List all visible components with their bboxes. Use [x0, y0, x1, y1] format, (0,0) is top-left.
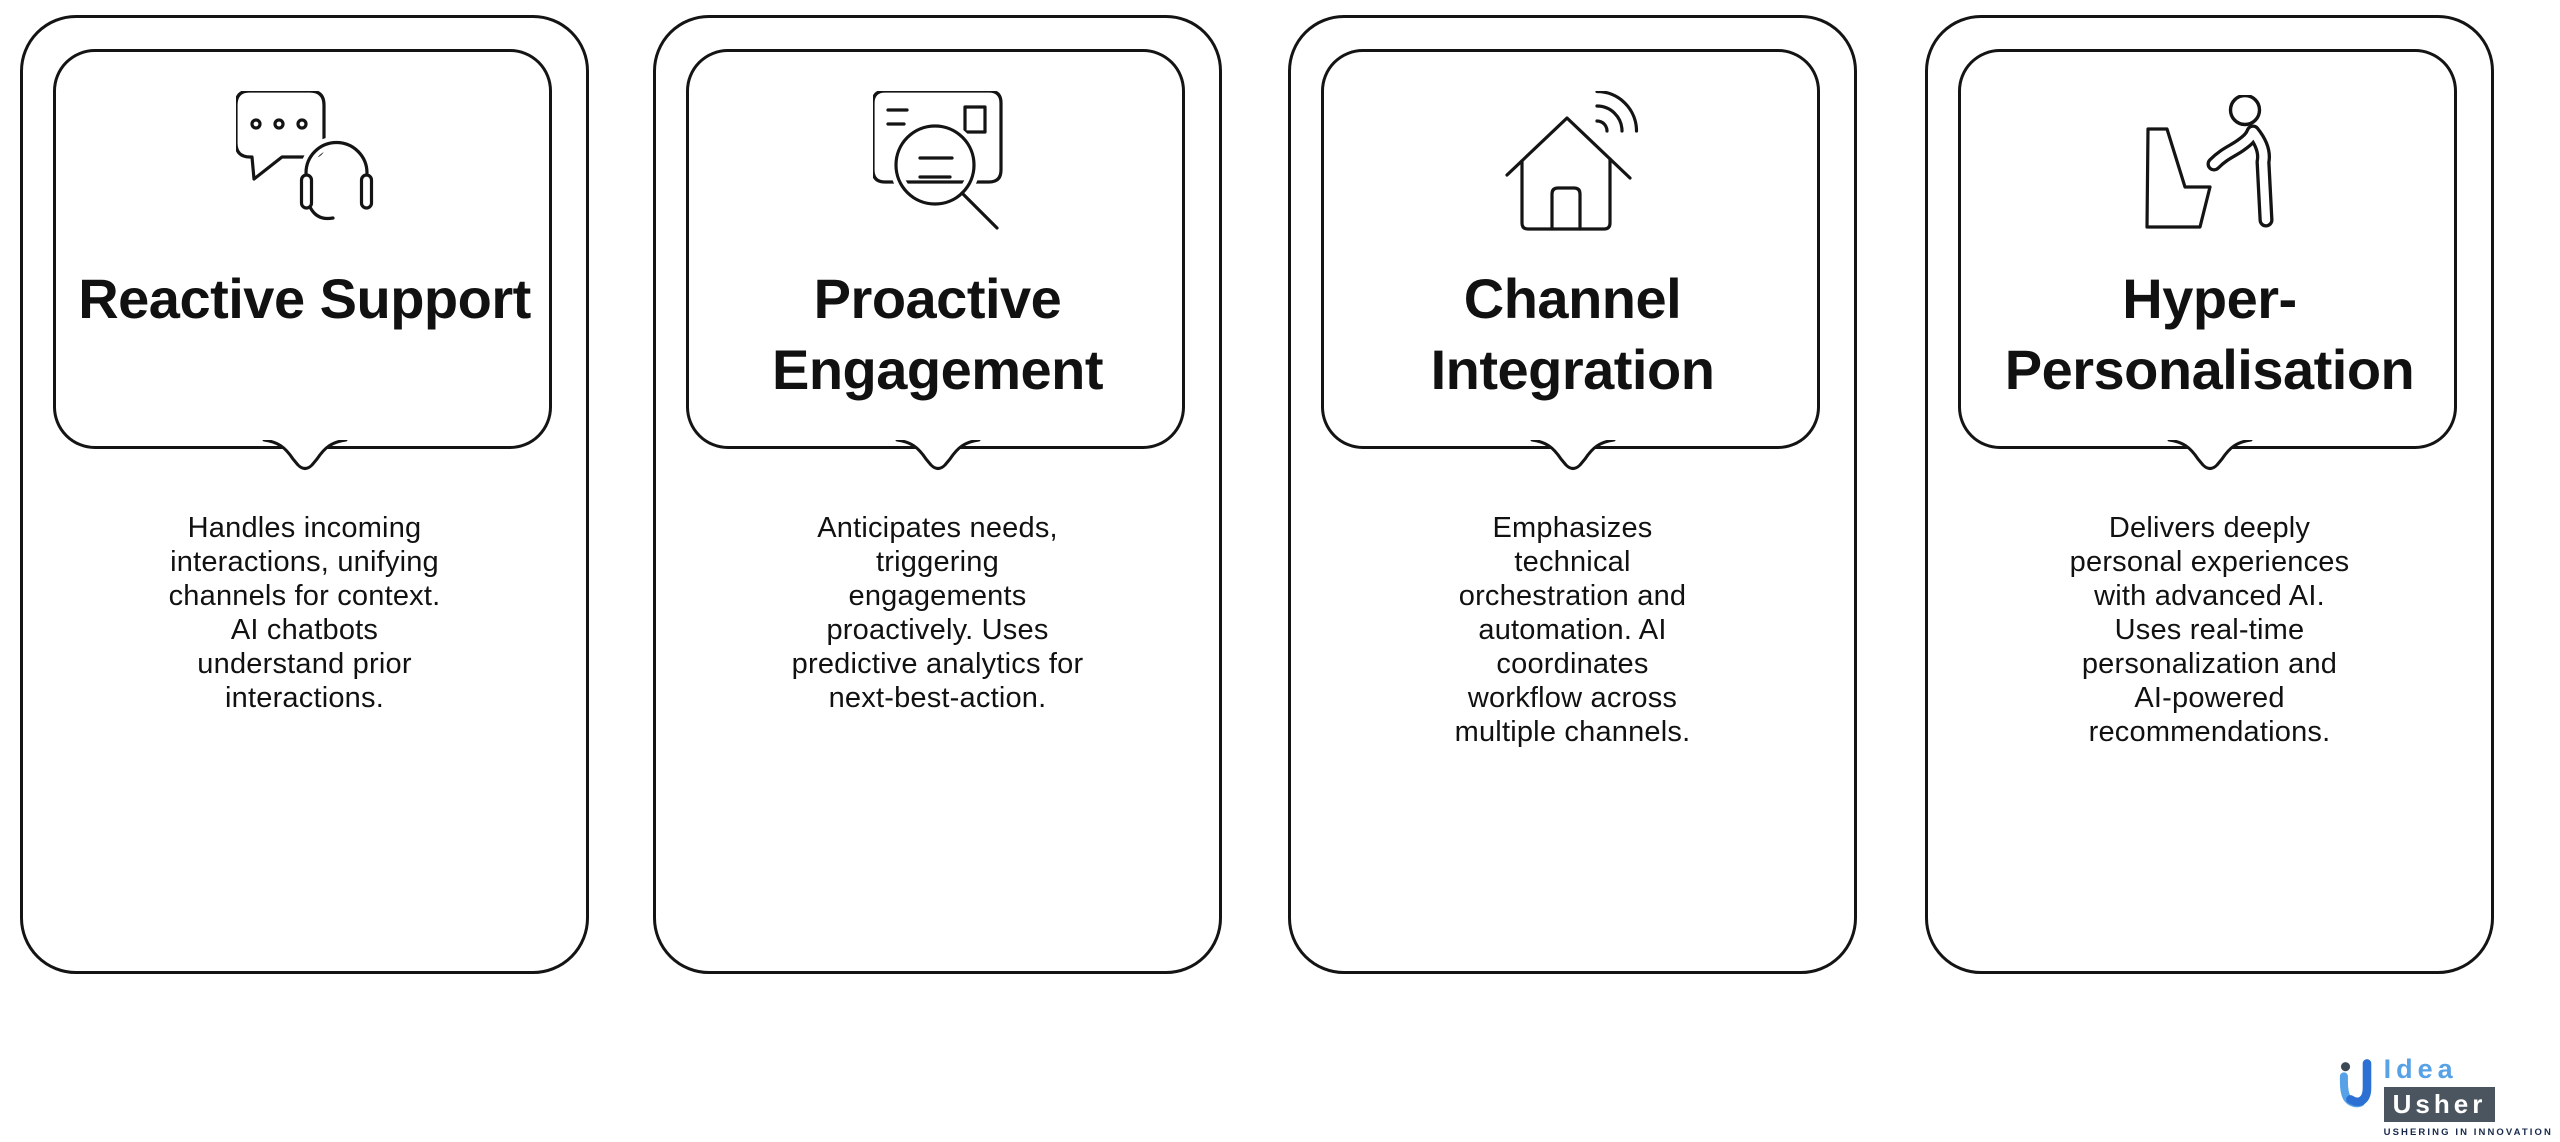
speech-bubble-frame	[686, 49, 1185, 449]
speech-bubble-frame	[53, 49, 552, 449]
card-proactive-engagement: Proactive Engagement Anticipates needs, …	[653, 15, 1222, 974]
chat-headset-icon	[235, 91, 374, 224]
card-description: Delivers deeply personal experiences wit…	[2069, 512, 2350, 748]
speech-bubble-notch	[262, 440, 347, 470]
search-card-icon	[872, 91, 1003, 231]
card-title: Hyper- Personalisation	[2004, 267, 2415, 401]
card-channel-integration: Channel Integration Emphasizes technical…	[1288, 15, 1857, 974]
logo-tagline: USHERING IN INNOVATION	[2383, 1127, 2553, 1138]
idea-usher-logo: Idea Usher USHERING IN INNOVATION	[2338, 1038, 2553, 1140]
logo-brand-top: Idea	[2383, 1054, 2458, 1084]
speech-bubble-notch	[2167, 440, 2252, 470]
speech-bubble-notch	[895, 440, 980, 470]
card-title: Reactive Support	[78, 267, 531, 330]
smart-home-icon	[1504, 91, 1638, 231]
card-title: Channel Integration	[1430, 267, 1715, 401]
kiosk-person-icon	[2144, 95, 2273, 229]
speech-bubble-frame	[1321, 49, 1820, 449]
speech-bubble-frame	[1958, 49, 2457, 449]
speech-bubble-notch	[1530, 440, 1615, 470]
card-reactive-support: Reactive Support Handles incoming intera…	[20, 15, 589, 974]
card-description: Anticipates needs, triggering engagement…	[791, 512, 1084, 714]
idea-usher-logo-mark-icon	[2339, 1059, 2372, 1108]
card-title: Proactive Engagement	[771, 267, 1104, 401]
card-description: Emphasizes technical orchestration and a…	[1454, 512, 1691, 748]
logo-brand-bottom: Usher	[2383, 1087, 2496, 1122]
card-hyper-personalisation: Hyper- Personalisation Delivers deeply p…	[1925, 15, 2494, 974]
card-description: Handles incoming interactions, unifying …	[168, 512, 441, 714]
